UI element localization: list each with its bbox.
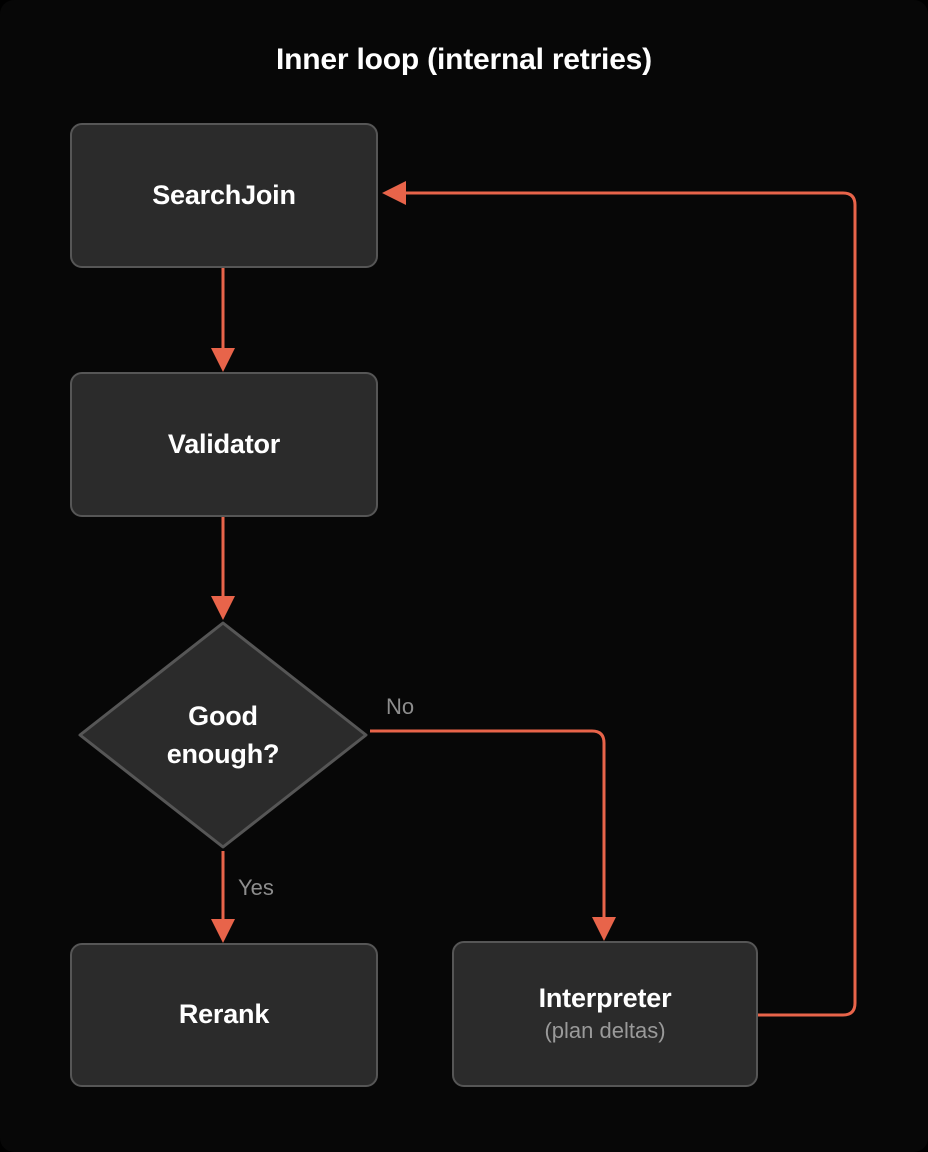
node-interpreter-sublabel: (plan deltas) bbox=[544, 1018, 666, 1044]
node-validator[interactable]: Validator bbox=[70, 372, 378, 517]
node-rerank-label: Rerank bbox=[178, 999, 270, 1030]
node-decision-label: Good enough? bbox=[166, 700, 280, 769]
edge-decision-no-to-interpreter bbox=[370, 729, 616, 941]
edge-label-no: No bbox=[386, 694, 415, 719]
node-searchjoin-label: SearchJoin bbox=[152, 179, 296, 210]
diamond-shape bbox=[78, 621, 368, 849]
edge-decision-yes-to-rerank bbox=[211, 851, 235, 943]
edge-searchjoin-to-validator bbox=[211, 268, 235, 372]
node-decision-good-enough[interactable]: Good enough? bbox=[76, 619, 370, 851]
edge-validator-to-decision bbox=[211, 517, 235, 620]
node-rerank[interactable]: Rerank bbox=[70, 943, 378, 1087]
edge-label-yes: Yes bbox=[238, 875, 274, 900]
node-interpreter-label: Interpreter bbox=[538, 983, 672, 1014]
node-interpreter[interactable]: Interpreter (plan deltas) bbox=[452, 941, 758, 1087]
page-title: Inner loop (internal retries) bbox=[276, 43, 652, 76]
node-searchjoin[interactable]: SearchJoin bbox=[70, 123, 378, 268]
node-validator-label: Validator bbox=[167, 428, 281, 459]
edge-interpreter-to-searchjoin bbox=[382, 181, 857, 1017]
